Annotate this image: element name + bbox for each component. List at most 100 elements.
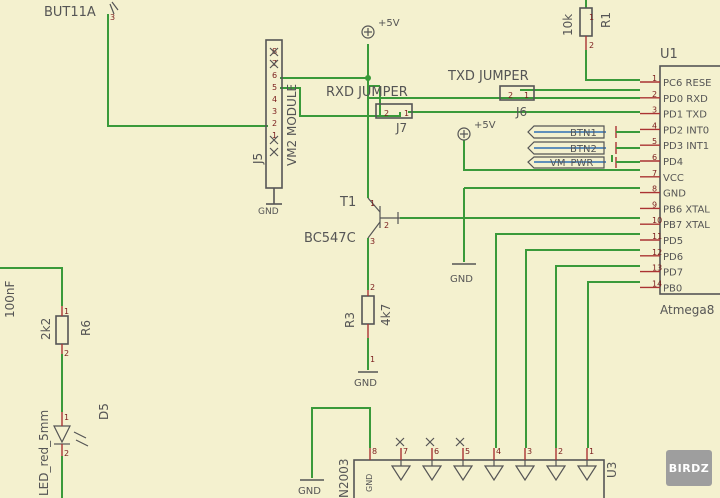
j7-label: RXD JUMPER xyxy=(326,85,408,100)
r3-value: 4k7 xyxy=(379,304,393,326)
u1-pin-number: 13 xyxy=(652,264,662,273)
r1-pin-top: 1 xyxy=(589,13,594,22)
u1-pin-label: PD1 TXD xyxy=(663,110,707,121)
wires xyxy=(0,0,640,498)
u1-pin-label: PD7 xyxy=(663,268,683,279)
j5-pin-number: 2 xyxy=(272,119,277,128)
u1-pin-label: PD4 xyxy=(663,157,683,168)
d5-pin-top: 1 xyxy=(64,413,69,422)
r3-gnd: GND xyxy=(354,378,377,389)
u1-pin-number: 9 xyxy=(652,200,657,209)
u1-pin-label: PD2 INT0 xyxy=(663,125,709,136)
j5-pin-number: 3 xyxy=(272,107,277,116)
r3-pin-bottom: 1 xyxy=(370,355,375,364)
net-vm-pwr: VM_PWR xyxy=(550,158,593,169)
u1-part: Atmega8 xyxy=(660,303,714,317)
j6-name: J6 xyxy=(515,105,527,119)
u3-buffer-triangle xyxy=(483,465,505,482)
junction-dot xyxy=(365,75,371,81)
u3-buffer-triangle xyxy=(452,465,474,482)
u1-pin-number: 2 xyxy=(652,90,657,99)
r6-pin-bottom: 2 xyxy=(64,349,69,358)
supply-5v-top: +5V xyxy=(361,18,400,39)
u1-pin-number: 5 xyxy=(652,137,657,146)
u1-pin-label: PD6 xyxy=(663,252,683,263)
u3-pin-number: 6 xyxy=(434,447,439,456)
d5-led: LED_red_5mm D5 1 2 xyxy=(37,403,111,496)
u3-pin-number: 1 xyxy=(589,447,594,456)
j5-pin-number: 5 xyxy=(272,83,277,92)
j5-pin-number: 1 xyxy=(272,131,277,140)
gnd-u3-label: GND xyxy=(298,486,321,497)
u1-pin-label: VCC xyxy=(663,173,684,184)
gnd-u3: GND xyxy=(298,479,324,497)
u3-pin-list: 8 7 6 5 4 3 2 1 xyxy=(369,447,594,460)
t1-part: BC547C xyxy=(304,231,356,246)
bus-lines xyxy=(534,126,640,168)
u3-buffer-triangle xyxy=(390,465,412,482)
t1-transistor: T1 BC547C 1 2 3 xyxy=(304,195,400,246)
u1-name: U1 xyxy=(660,47,678,62)
u1-pin-label: PD3 INT1 xyxy=(663,141,709,152)
u1-pin-number: 12 xyxy=(652,248,662,257)
u3-buffer-triangle xyxy=(421,465,443,482)
r1-value: 10k xyxy=(561,14,575,36)
u3-buffer-triangle xyxy=(514,465,536,482)
u1-pin-label: PB0 xyxy=(663,283,682,294)
t1-pin-b: 2 xyxy=(384,221,389,230)
r6-name: R6 xyxy=(79,320,93,336)
gnd-mid: GND xyxy=(450,263,476,285)
u3-pin-number: 8 xyxy=(372,447,377,456)
u3-buffer-triangle xyxy=(545,465,567,482)
r6-resistor: 2k2 R6 1 2 xyxy=(39,306,93,358)
t1-pin-c: 1 xyxy=(370,199,375,208)
j5-name: J5 xyxy=(251,153,265,165)
u1-pin-number: 8 xyxy=(652,185,657,194)
j6-label: TXD JUMPER xyxy=(447,69,529,84)
birdz-watermark: BIRDZ xyxy=(666,450,712,486)
u3-pin-number: 7 xyxy=(403,447,408,456)
u3-name: U3 xyxy=(605,462,619,478)
u3-pin-number: 3 xyxy=(527,447,532,456)
u1-pin-label: PB6 XTAL xyxy=(663,204,710,215)
r3-pin-top: 2 xyxy=(370,283,375,292)
d5-name: D5 xyxy=(97,403,111,420)
r6-value: 2k2 xyxy=(39,318,53,340)
cap-value: 100nF xyxy=(3,280,17,318)
u3-pin-number: 4 xyxy=(496,447,501,456)
u3-part: N2003 xyxy=(337,458,351,498)
u1-pin-number: 11 xyxy=(652,232,662,241)
u1-pin-number: 10 xyxy=(652,216,662,225)
u1-pin-label: PB7 XTAL xyxy=(663,220,710,231)
j7-rxd-jumper: RXD JUMPER J7 2 1 xyxy=(326,85,413,135)
r3-name: R3 xyxy=(343,312,357,328)
u1-pin-label: PC6 RESE xyxy=(663,78,712,89)
r3-resistor: R3 4k7 2 1 GND xyxy=(343,283,393,389)
u1-pin-label: PD5 xyxy=(663,236,683,247)
u1-pin-number: 14 xyxy=(652,279,662,288)
r6-pin-top: 1 xyxy=(64,307,69,316)
j7-pin-a: 2 xyxy=(384,109,389,118)
u3-buffer-triangle xyxy=(576,465,598,482)
supply-5v-top-label: +5V xyxy=(378,18,400,29)
j5-pin-number: 4 xyxy=(272,95,277,104)
r1-pin-bottom: 2 xyxy=(589,41,594,50)
u1-pin-number: 4 xyxy=(652,121,657,130)
u3-pin-number: 2 xyxy=(558,447,563,456)
net-btn2: BTN2 xyxy=(570,144,597,155)
supply-5v-mid: +5V xyxy=(457,120,496,141)
j7-pin-b: 1 xyxy=(404,109,409,118)
net-btn1: BTN1 xyxy=(570,128,597,139)
t1-pin-e: 3 xyxy=(370,237,375,246)
j5-gnd: GND xyxy=(258,207,279,217)
j6-pin-a: 2 xyxy=(508,91,513,100)
d5-part: LED_red_5mm xyxy=(37,410,51,496)
u3-pin-number: 5 xyxy=(465,447,470,456)
but11a-transistor: BUT11A 3 xyxy=(44,1,119,22)
